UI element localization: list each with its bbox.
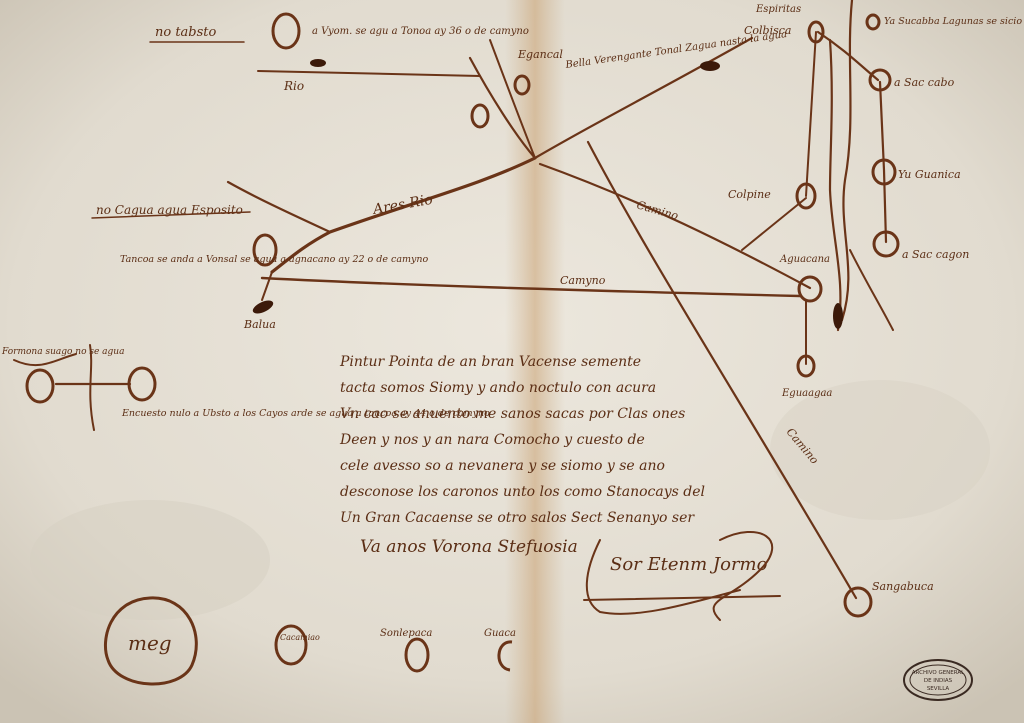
- town-guaca[interactable]: [497, 640, 513, 672]
- town-rio[interactable]: [470, 103, 490, 129]
- paper-fold: [505, 0, 565, 723]
- document-line: Pintur Pointa de an bran Vacense semente: [339, 354, 641, 370]
- stamp-line: DE INDIAS: [924, 678, 953, 684]
- archive-stamp: ARCHIVO GENERAL DE INDIAS SEVILLA: [903, 659, 973, 701]
- town-colbisca[interactable]: [807, 20, 825, 44]
- town-top-left[interactable]: [271, 12, 301, 50]
- signature: Sor Etenm Jormo: [583, 531, 781, 621]
- label-town-eguaagaa: Eguaagaa: [781, 388, 832, 399]
- label-top-right-town: Colbisca: [744, 24, 791, 37]
- label-encuesto-note: Encuesto nulo a Ubsto a los Cayos arde s…: [121, 408, 490, 419]
- label-top-town: Egancal: [517, 48, 563, 61]
- stamp-outline: [903, 659, 973, 701]
- town-sonlepaca[interactable]: [404, 637, 430, 673]
- town-far-left[interactable]: [25, 368, 55, 404]
- town-colpine[interactable]: [795, 182, 817, 210]
- label-town-guaca: Guaca: [484, 628, 516, 639]
- town-cacamiao[interactable]: [274, 624, 308, 666]
- town-sangabuca[interactable]: [843, 586, 873, 618]
- stamp-line: SEVILLA: [927, 686, 950, 692]
- town-dark-marker[interactable]: [310, 59, 326, 67]
- label-town-sac-cagon: a Sac cagon: [902, 248, 969, 261]
- document-line: Un Gran Cacaense se otro salos Sect Sena…: [340, 510, 695, 526]
- town-east-marker[interactable]: [833, 303, 843, 329]
- label-far-left-note: Formona suago no se agua: [1, 347, 124, 357]
- label-top-right-heading: Espiritas: [755, 4, 801, 15]
- label-town-aguacana: Aguacana: [779, 254, 830, 265]
- town-ne-marker[interactable]: [700, 61, 720, 71]
- document-line: Deen y nos y an nara Comocho y cuesto de: [339, 432, 645, 448]
- map-towns: [25, 12, 900, 686]
- paper-stain: [30, 500, 270, 620]
- document-line: cele avesso so a nevanera y se siomo y s…: [340, 458, 665, 474]
- town-top-center[interactable]: [513, 74, 531, 96]
- signature-text: Sor Etenm Jormo: [610, 554, 768, 575]
- document-text-block: Pintur Pointa de an bran Vacense semente…: [339, 354, 705, 557]
- town-meg[interactable]: [103, 596, 198, 686]
- document-line: desconose los caronos unto los como Stan…: [340, 484, 705, 500]
- town-balua-marker[interactable]: [251, 298, 275, 316]
- label-river-left: Rio: [283, 79, 304, 93]
- document-line: tacta somos Siomy y ando noctulo con acu…: [340, 380, 656, 396]
- document-line: Va anos Vorona Stefuosia: [360, 537, 578, 557]
- label-top-left-heading: no tabsto: [155, 25, 217, 40]
- label-town-colpine: Colpine: [728, 188, 771, 201]
- stamp-line: ARCHIVO GENERAL: [912, 670, 965, 676]
- town-tancoa[interactable]: [252, 233, 278, 267]
- label-town-sangabuca: Sangabuca: [872, 580, 934, 593]
- label-town-sac-cabo: a Sac cabo: [894, 76, 955, 89]
- town-sac-cabo[interactable]: [868, 68, 892, 92]
- label-tancoa-note: Tancoa se anda a Vonsal se agua a agnaca…: [120, 254, 428, 265]
- paper-stain: [770, 380, 990, 520]
- town-aguacana[interactable]: [797, 275, 823, 303]
- document-line: Vn cao se anuento me sanos sacas por Cla…: [340, 406, 685, 422]
- town-eguaagaa[interactable]: [796, 354, 816, 378]
- label-town-meg: meg: [128, 631, 172, 655]
- label-town-below-left: Balua: [243, 318, 276, 331]
- label-road-camyno: Camyno: [560, 274, 606, 287]
- label-far-top-right: Ya Sucabba Lagunas se sicio agua: [884, 16, 1024, 27]
- town-encuesto[interactable]: [127, 366, 157, 402]
- stamp-inner: [909, 664, 967, 696]
- label-top-center-note: a Vyom. se agu a Tonoa ay 36 o de camyno: [312, 26, 529, 37]
- town-far-top-right[interactable]: [865, 13, 881, 31]
- town-guanica[interactable]: [871, 158, 897, 186]
- town-sac-cagon[interactable]: [872, 230, 900, 258]
- label-town-sonlepaca: Sonlepaca: [380, 628, 432, 639]
- label-town-cacamiao: Cacamiao: [280, 633, 320, 642]
- label-town-guanica: Yu Guanica: [898, 168, 961, 181]
- map-lines: [13, 0, 894, 600]
